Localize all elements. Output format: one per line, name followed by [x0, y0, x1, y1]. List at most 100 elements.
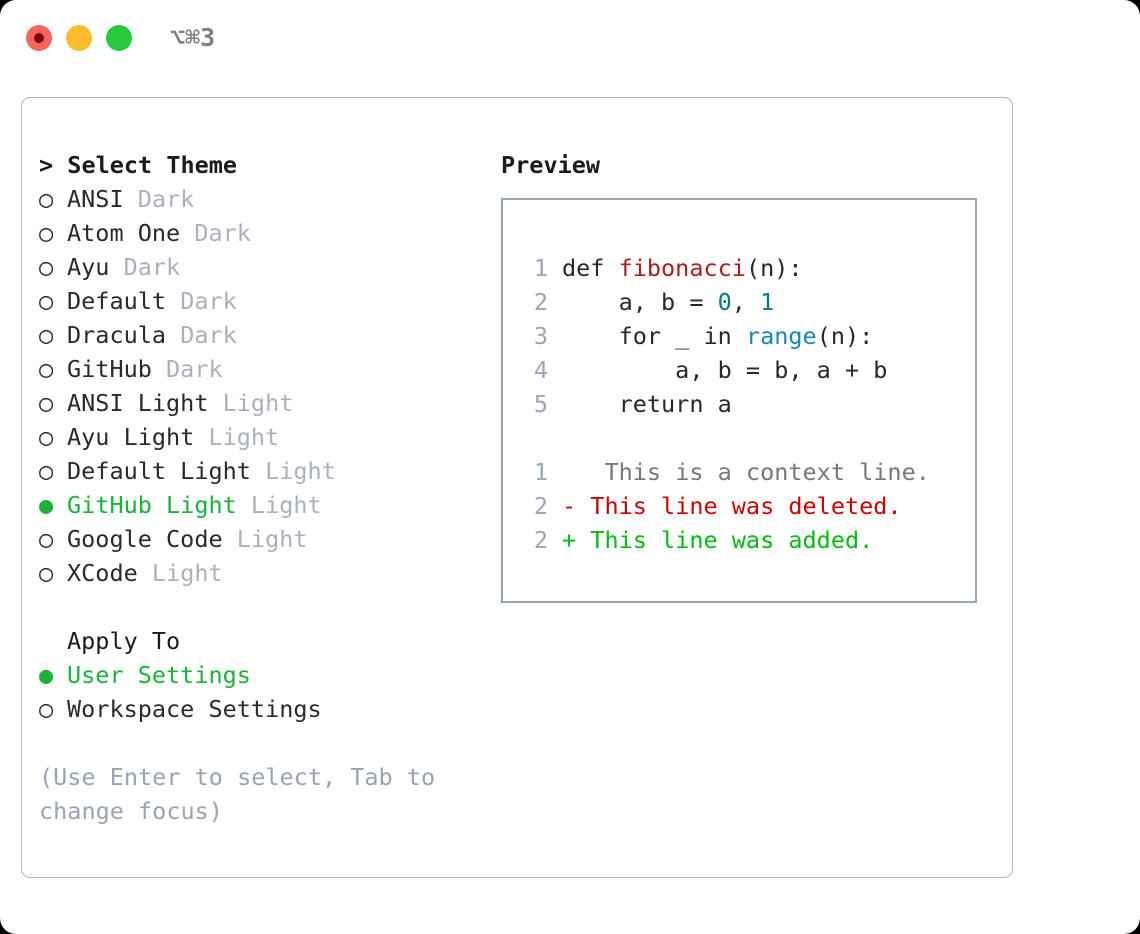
radio-unselected-icon: ○ [39, 389, 54, 417]
code-token: 1 [760, 288, 775, 316]
theme-list-item[interactable]: ○Atom One Dark [39, 216, 489, 250]
theme-selection-column: > Select Theme ○ANSI Dark○Atom One Dark○… [39, 148, 489, 828]
code-token: fibonacci [618, 254, 746, 282]
code-line: 5 return a [520, 387, 930, 421]
line-number: 2 [533, 526, 548, 554]
close-window-button[interactable] [26, 25, 52, 51]
apply-to-label: Workspace Settings [67, 695, 322, 723]
code-token: range [745, 322, 817, 350]
line-number: 2 [533, 288, 548, 316]
theme-list-item[interactable]: ○ Default Light Light [39, 454, 489, 488]
radio-unselected-icon: ○ [39, 355, 54, 383]
theme-name-label: XCode [67, 559, 138, 587]
theme-name-label: ANSI Light [67, 389, 209, 417]
diff-line: 2 + This line was added. [520, 523, 930, 557]
diff-marker: - [562, 492, 577, 520]
line-number: 1 [533, 458, 548, 486]
theme-list-item[interactable]: ○GitHub Dark [39, 352, 489, 386]
radio-selected-icon: ● [39, 661, 54, 689]
apply-to-item[interactable]: ○Workspace Settings [39, 692, 489, 726]
theme-list: ○ANSI Dark○Atom One Dark○Ayu Dark○Defaul… [39, 182, 489, 590]
theme-kind-label: Dark [180, 219, 251, 247]
apply-to-list: ● User Settings ○Workspace Settings [39, 658, 489, 726]
theme-kind-label: Dark [166, 321, 237, 349]
theme-name-label: Dracula [67, 321, 167, 349]
radio-unselected-icon: ○ [39, 287, 54, 315]
theme-kind-label: Light [250, 457, 336, 485]
theme-selector-panel: > Select Theme ○ANSI Dark○Atom One Dark○… [21, 97, 1013, 878]
theme-kind-label: Light [137, 559, 223, 587]
minimize-window-button[interactable] [66, 25, 92, 51]
radio-unselected-icon: ○ [39, 253, 54, 281]
line-number: 4 [533, 356, 548, 384]
theme-list-item[interactable]: ○ Google Code Light [39, 522, 489, 556]
code-token: (n): [816, 322, 874, 350]
code-line: 2 a, b = 0, 1 [520, 285, 930, 319]
theme-list-item[interactable]: ○ Ayu Dark [39, 250, 489, 284]
code-line: 3 for _ in range(n): [520, 319, 930, 353]
theme-list-item[interactable]: ○ ANSI Light Light [39, 386, 489, 420]
radio-selected-icon: ● [39, 491, 54, 519]
apply-to-header: Apply To [67, 627, 181, 655]
theme-name-label: Ayu [67, 253, 110, 281]
code-token: def [562, 254, 619, 282]
theme-list-item[interactable]: ● GitHub Light Light [39, 488, 489, 522]
theme-name-label: Google Code [67, 525, 223, 553]
diff-line: 2- This line was deleted. [520, 489, 930, 523]
theme-name-label: Ayu Light [67, 423, 195, 451]
apply-to-label: User Settings [67, 661, 251, 689]
radio-unselected-icon: ○ [39, 559, 54, 587]
radio-unselected-icon: ○ [39, 185, 54, 213]
code-token: 0 [717, 288, 732, 316]
theme-list-item[interactable]: ○ Ayu Light Light [39, 420, 489, 454]
code-blank-line [520, 421, 930, 455]
section-spacer [39, 590, 489, 624]
theme-kind-label: Dark [109, 253, 181, 281]
radio-unselected-icon: ○ [39, 457, 54, 485]
diff-text: This is a context line. [576, 458, 930, 486]
theme-name-label: Atom One [67, 219, 181, 247]
theme-kind-label: Light [236, 491, 322, 519]
line-number: 3 [533, 322, 548, 350]
diff-line: 1 This is a context line. [520, 455, 930, 489]
radio-unselected-icon: ○ [39, 423, 54, 451]
code-token: , [731, 288, 761, 316]
theme-list-item[interactable]: ○ Default Dark [39, 284, 489, 318]
select-theme-header: > Select Theme [39, 151, 238, 179]
radio-unselected-icon: ○ [39, 525, 54, 553]
panel-columns: > Select Theme ○ANSI Dark○Atom One Dark○… [22, 98, 1012, 877]
theme-kind-label: Dark [166, 287, 237, 315]
code-token: a, b = b, a + b [562, 356, 888, 384]
code-token: (n): [745, 254, 803, 282]
apply-to-item[interactable]: ● User Settings [39, 658, 489, 692]
preview-header: Preview [501, 151, 601, 179]
diff-text: This line was deleted. [576, 492, 902, 520]
diff-text: This line was added. [576, 526, 874, 554]
keyboard-hint-text: (Use Enter to select, Tab to change focu… [39, 763, 436, 825]
theme-kind-label: Light [194, 423, 280, 451]
theme-list-item[interactable]: ○ XCode Light [39, 556, 489, 590]
theme-kind-label: Light [222, 525, 308, 553]
title-bar: ⌥⌘3 [0, 0, 1140, 78]
code-token: for _ in [562, 322, 746, 350]
maximize-window-button[interactable] [106, 25, 132, 51]
line-number: 2 [533, 492, 548, 520]
theme-list-item[interactable]: ○ANSI Dark [39, 182, 489, 216]
theme-list-item[interactable]: ○Dracula Dark [39, 318, 489, 352]
keyboard-shortcut-label: ⌥⌘3 [170, 23, 216, 52]
theme-name-label: Default Light [67, 457, 251, 485]
theme-name-label: Default [67, 287, 167, 315]
line-number: 5 [533, 390, 548, 418]
code-line: 1 def fibonacci(n): [520, 251, 930, 285]
theme-kind-label: Dark [123, 185, 195, 213]
diff-marker: + [562, 526, 577, 554]
theme-kind-label: Dark [151, 355, 223, 383]
theme-kind-label: Light [208, 389, 294, 417]
theme-name-label: GitHub Light [67, 491, 237, 519]
line-number: 1 [533, 254, 548, 282]
diff-marker [562, 458, 576, 486]
